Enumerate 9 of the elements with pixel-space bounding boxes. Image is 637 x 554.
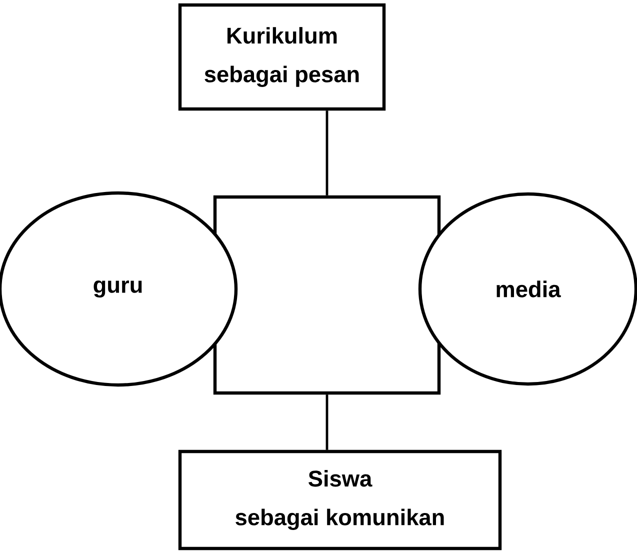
label: Kurikulum sebagai pesan bbox=[204, 27, 359, 87]
connector-line bbox=[326, 110, 328, 196]
label: Siswa sebagai komunikan bbox=[236, 470, 444, 530]
node-label: media bbox=[496, 280, 561, 298]
connector-line bbox=[326, 394, 328, 450]
circle-node: media bbox=[418, 192, 637, 386]
text-box bbox=[178, 450, 502, 550]
empty-box bbox=[213, 195, 441, 395]
text-box bbox=[178, 3, 386, 111]
